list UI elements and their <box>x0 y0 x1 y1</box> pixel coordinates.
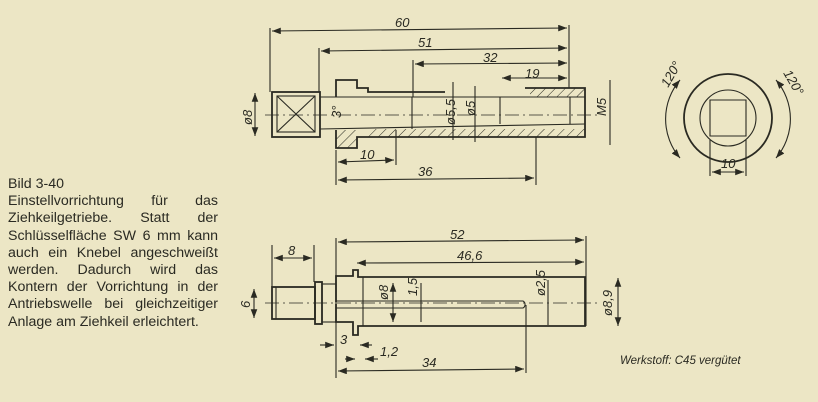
dim-46-6: 46,6 <box>457 248 483 263</box>
dim-m5: M5 <box>594 97 609 116</box>
dim-6: 6 <box>238 300 253 308</box>
dim-36: 36 <box>418 164 433 179</box>
dim-dia5-5: ø5,5 <box>443 98 458 125</box>
dim-10-end: 10 <box>721 156 736 171</box>
dim-51: 51 <box>418 35 432 50</box>
end-view: 120° 120° 10 <box>658 59 807 176</box>
material-note: Werkstoff: C45 vergütet <box>620 355 741 367</box>
dim-10: 10 <box>360 147 375 162</box>
dim-52: 52 <box>450 227 465 242</box>
dim-dia8-bottom: ø8 <box>376 284 391 300</box>
dim-60: 60 <box>395 15 410 30</box>
dim-1-2: 1,2 <box>380 344 399 359</box>
top-section-view: 60 51 32 19 ø8 3° ø5,5 ø5 M5 10 36 <box>240 15 611 185</box>
figure-number: Bild 3-40 <box>8 176 64 192</box>
dim-1-5: 1,5 <box>405 277 420 296</box>
dim-dia8-9: ø8,9 <box>600 290 615 316</box>
dim-angle-3: 3° <box>329 106 344 118</box>
dim-8: 8 <box>288 243 296 258</box>
figure-caption: Bild 3-40 Einstellvorrichtung für das Zi… <box>8 176 218 331</box>
dim-34: 34 <box>422 355 436 370</box>
dim-dia8: ø8 <box>240 109 255 125</box>
dim-3: 3 <box>340 332 348 347</box>
dim-dia5: ø5 <box>463 100 478 116</box>
dim-120-left: 120° <box>658 59 684 90</box>
dim-19: 19 <box>525 66 539 81</box>
dim-32: 32 <box>483 50 498 65</box>
caption-text: Einstellvorrichtung für das Ziehkeilgetr… <box>8 193 218 330</box>
dim-dia2-5: ø2,5 <box>533 269 548 296</box>
bottom-view: 52 46,6 8 6 ø8 1,5 ø2,5 ø8,9 3 1,2 34 <box>238 227 622 378</box>
square-head <box>271 91 321 138</box>
